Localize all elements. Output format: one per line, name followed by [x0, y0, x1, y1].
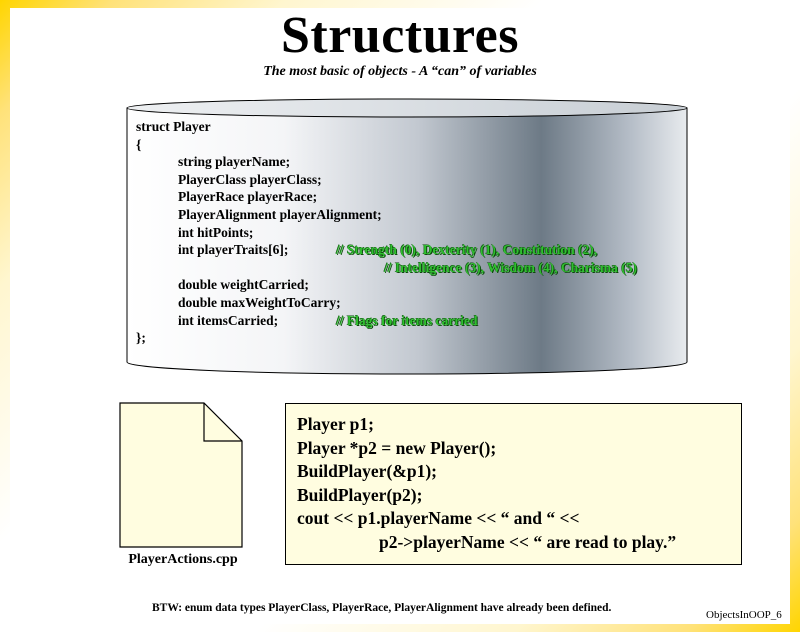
field-weight-carried: double weightCarried; — [178, 277, 309, 293]
struct-close: }; — [136, 330, 146, 346]
slide-title: Structures — [280, 7, 519, 64]
slide-footer: ObjectsInOOP_6 — [706, 609, 782, 621]
traits-comment-line-2: // Intelligence (3), Wisdom (4), Charism… — [136, 259, 686, 277]
code-line: cout << p1.playerName << “ and “ << — [297, 508, 580, 528]
field-player-alignment: PlayerAlignment playerAlignment; — [178, 206, 382, 222]
traits-comment-2: // Intelligence (3), Wisdom (4), Charism… — [384, 259, 637, 275]
struct-open-brace: { — [136, 136, 142, 152]
document-icon[interactable] — [118, 402, 244, 548]
slide-subtitle: The most basic of objects - A “can” of v… — [263, 64, 537, 79]
field-items-carried: int itemsCarried;// Flags for items carr… — [178, 312, 478, 328]
field-hit-points: int hitPoints; — [178, 224, 254, 240]
struct-code: struct Player { string playerName; Playe… — [136, 118, 686, 347]
items-comment: // Flags for items carried — [336, 312, 478, 328]
field-player-race: PlayerRace playerRace; — [178, 189, 318, 205]
field-player-class: PlayerClass playerClass; — [178, 171, 322, 187]
struct-header: struct Player — [136, 119, 211, 134]
code-line: BuildPlayer(&p1); — [297, 461, 437, 481]
code-line: BuildPlayer(p2); — [297, 484, 423, 505]
field-player-name: string playerName; — [178, 154, 291, 170]
file-label[interactable]: PlayerActions.cpp — [128, 552, 238, 567]
cylinder-shape — [126, 98, 688, 375]
btw-note: BTW: enum data types PlayerClass, Player… — [152, 602, 612, 614]
code-line: Player p1; — [297, 414, 374, 434]
traits-comment-1: // Strength (0), Dexterity (1), Constitu… — [336, 242, 598, 258]
code-line: p2->playerName << “ are read to play.” — [379, 531, 677, 552]
usage-code-box: Player p1; Player *p2 = new Player(); Bu… — [285, 403, 742, 565]
struct-cylinder: struct Player { string playerName; Playe… — [124, 96, 690, 378]
field-player-traits: int playerTraits[6];// Strength (0), Dex… — [178, 242, 598, 258]
code-line: Player *p2 = new Player(); — [297, 437, 497, 458]
field-max-weight: double maxWeightToCarry; — [178, 294, 341, 310]
